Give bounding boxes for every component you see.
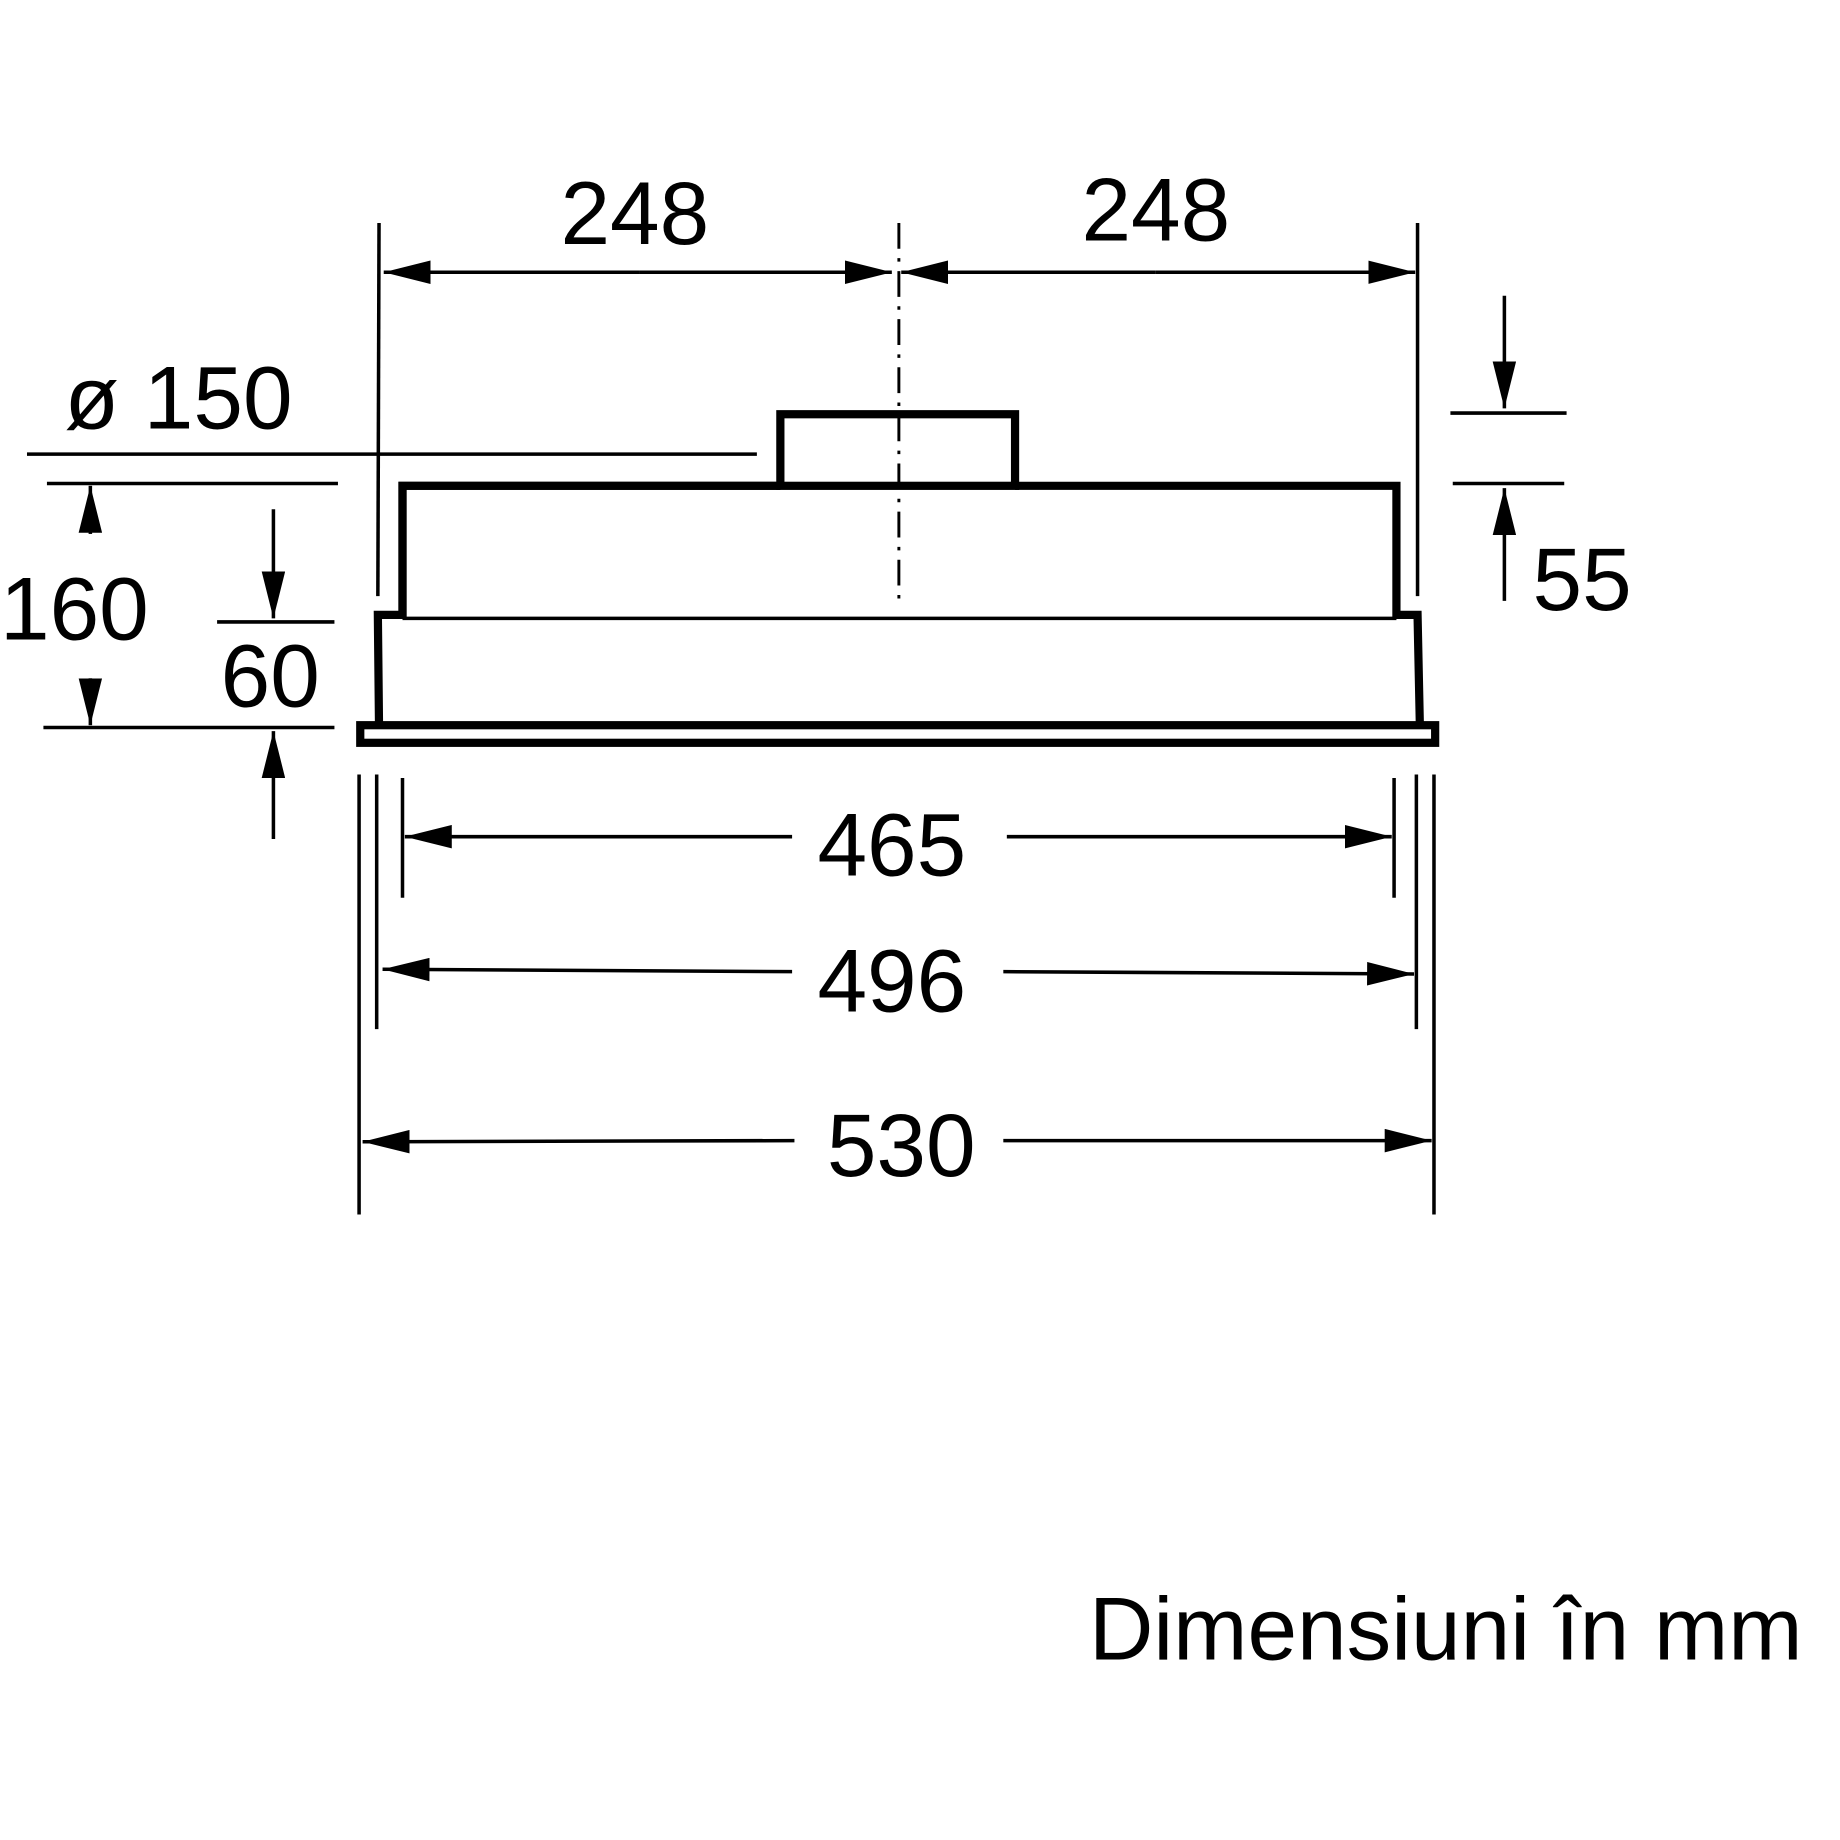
dim-line-496-right — [1003, 961, 1415, 986]
dim-530: 530 — [827, 1095, 976, 1195]
dim-55: 55 — [1533, 529, 1632, 629]
dim-465: 465 — [817, 794, 966, 894]
units-caption: Dimensiuni în mm — [1089, 1578, 1803, 1678]
dim-160: 160 — [0, 559, 149, 659]
dim-248-left: 248 — [560, 163, 709, 263]
dim-496: 496 — [817, 931, 966, 1031]
base-plate — [356, 721, 1440, 747]
dim-248-right: 248 — [1081, 160, 1230, 260]
dim-line-496-left — [382, 957, 793, 982]
extension-line-left — [376, 222, 381, 597]
hood-upper-body — [398, 481, 781, 618]
dim-line-530-left — [362, 1129, 795, 1154]
hood-upper-outline — [398, 481, 1401, 618]
hood-lower-body — [373, 610, 1425, 728]
duct-connector — [776, 410, 1020, 490]
dim-60: 60 — [221, 625, 320, 725]
dim-duct-diameter: ø 150 — [65, 347, 293, 447]
